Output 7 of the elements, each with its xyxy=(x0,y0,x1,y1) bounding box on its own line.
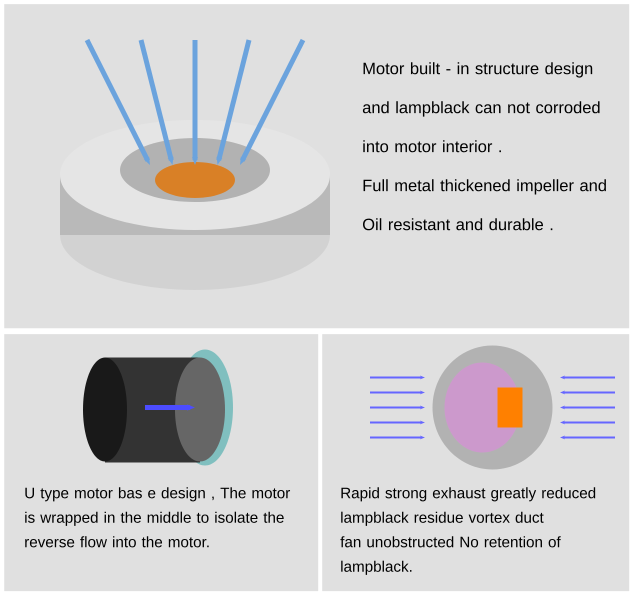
description-text: Motor built - in structure design and lampblack can not corroded into motor interior . xyxy=(362,62,600,152)
impeller-drawing xyxy=(60,38,330,290)
description-text: Rapid strong exhaust greatly reduced lampblack residue vortex duct fan unobstructed No retention of lampblack. xyxy=(340,487,596,575)
description-text: U type motor bas e design , The motor is wrapped in the middle to isolate the reverse flow into the motor. xyxy=(25,487,290,548)
description-text: Full metal thickened impeller and Oil resistant and durable . xyxy=(362,179,606,230)
motor-drawing xyxy=(83,349,233,466)
fan-drawing xyxy=(370,345,615,470)
